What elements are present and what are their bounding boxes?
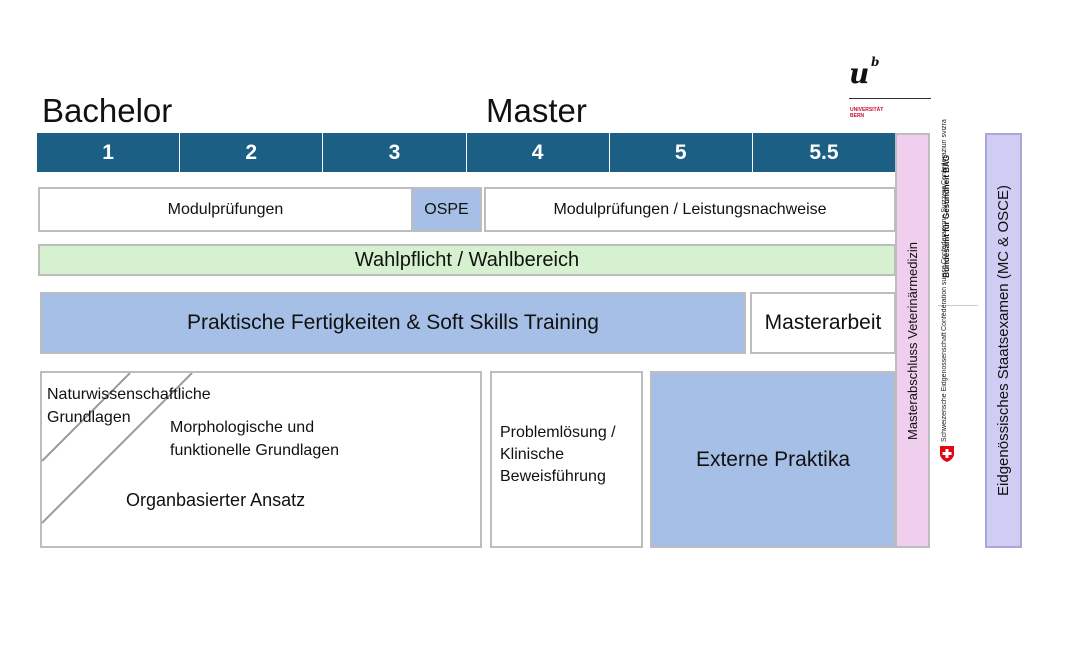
logo-u-letter: u <box>849 57 870 90</box>
diagonal-line-1 <box>42 373 131 462</box>
logo-text-bern: BERN <box>850 113 865 119</box>
diagonal-dividers <box>42 373 193 524</box>
box-modulpruefungen: Modulprüfungen <box>38 187 413 232</box>
text-confed-4: Confederaziun svizra <box>941 119 948 186</box>
text-confed-1: Schweizerische Eidgenossenschaft <box>941 332 948 442</box>
box-wahlpflicht: Wahlpflicht / Wahlbereich <box>38 244 896 276</box>
box-staatsexamen: Eidgenössisches Staatsexamen (MC & OSCE) <box>985 133 1022 548</box>
swiss-shield-icon <box>940 446 954 462</box>
text-staatsexamen: Eidgenössisches Staatsexamen (MC & OSCE) <box>995 185 1012 496</box>
university-bern-logo: u b UNIVERSITÄT BERN <box>849 55 931 121</box>
logo-text-universitaet: UNIVERSITÄT <box>850 107 884 113</box>
box-ospe: OSPE <box>411 187 482 232</box>
semester-3: 3 <box>323 133 467 172</box>
semester-bar: 1 2 3 4 5 5.5 <box>37 133 895 172</box>
box-masterabschluss: Masterabschluss Veterinärmedizin <box>895 133 930 548</box>
text-confed-2: Confédération suisse <box>941 265 948 332</box>
box-externe-praktika: Externe Praktika <box>650 371 896 548</box>
text-morphologische: Morphologische und funktionelle Grundlag… <box>170 419 340 459</box>
text-problemloesung: Problemlösung / Klinische Beweisführung <box>500 424 616 485</box>
box-problemloesung: Problemlösung / Klinische Beweisführung <box>490 371 643 548</box>
text-organbasierter: Organbasierter Ansatz <box>126 490 306 510</box>
semester-4: 4 <box>467 133 610 172</box>
box-grundlagen: Naturwissenschaftliche Grundlagen Morpho… <box>40 371 482 548</box>
text-naturwissenschaftliche: Naturwissenschaftliche Grundlagen <box>47 386 211 426</box>
bag-divider <box>938 305 978 306</box>
semester-5-5: 5.5 <box>809 140 839 164</box>
heading-master: Master <box>486 92 587 129</box>
logo-b-letter: b <box>871 55 880 69</box>
bag-logo: Bundesamt für Gesundheit BAG Schweizeris… <box>932 120 980 470</box>
semester-5: 5 <box>610 133 753 172</box>
heading-bachelor: Bachelor <box>42 92 173 129</box>
box-modulpruefungen-leistungsnachweise: Modulprüfungen / Leistungsnachweise <box>484 187 896 232</box>
text-masterabschluss: Masterabschluss Veterinärmedizin <box>905 241 920 440</box>
text-confed-3: Confederazione Svizzera <box>941 186 948 265</box>
box-masterarbeit: Masterarbeit <box>750 292 896 354</box>
logo-divider <box>849 98 931 99</box>
box-praktische-fertigkeiten: Praktische Fertigkeiten & Soft Skills Tr… <box>40 292 746 354</box>
semester-1: 1 <box>37 133 181 172</box>
diagonal-line-2 <box>42 373 193 524</box>
confed-text-group: Schweizerische Eidgenossenschaft Confédé… <box>940 120 949 442</box>
semester-2: 2 <box>180 133 324 172</box>
